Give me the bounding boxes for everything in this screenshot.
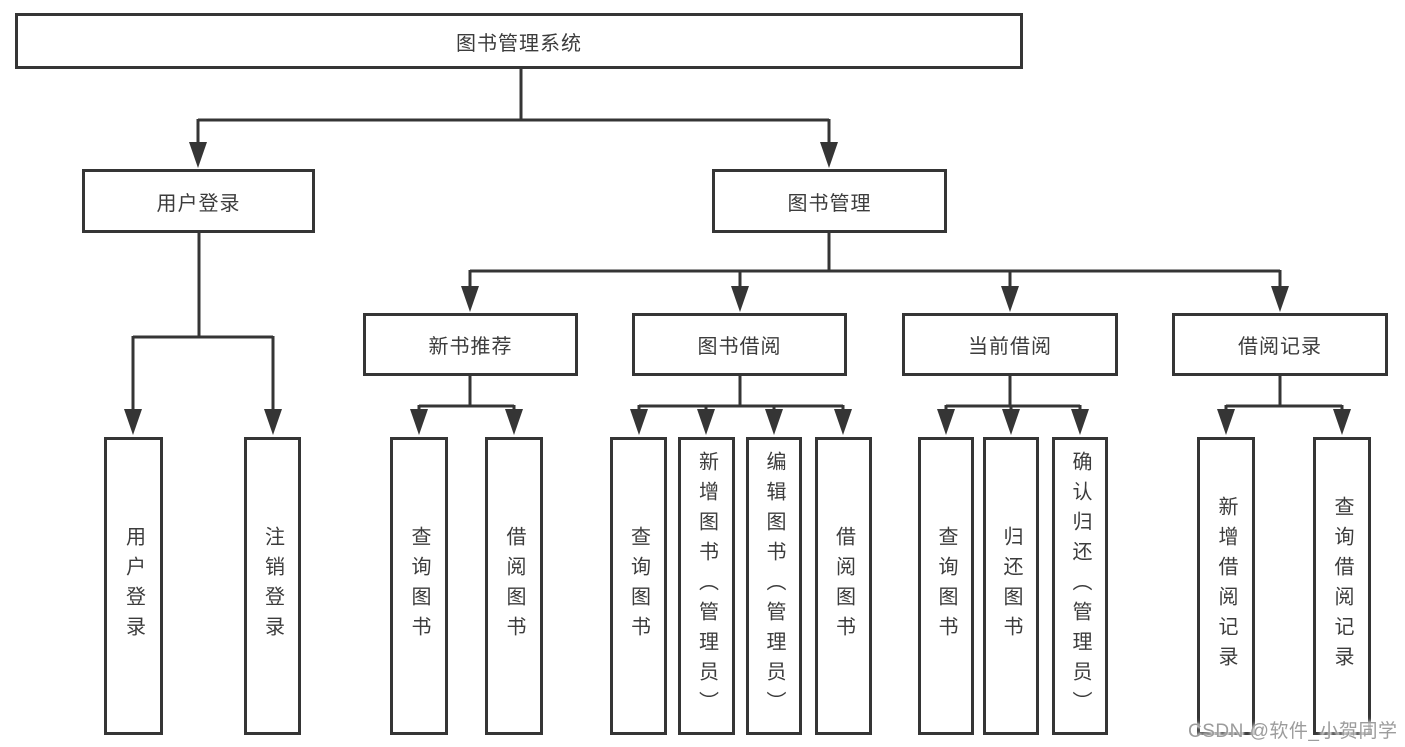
- node-label: 用户登录: [156, 192, 241, 215]
- leaf-return-books: 归还图书: [983, 437, 1039, 735]
- node-label: 图书借阅: [697, 336, 782, 358]
- node-label: 图书管理系统: [456, 32, 582, 55]
- node-library-management-system: 图书管理系统: [15, 13, 1023, 69]
- leaf-label: 用户登录: [122, 526, 145, 646]
- leaf-confirm-return-admin: 确认归还（管理员）: [1052, 437, 1108, 735]
- leaf-label: 查询图书: [408, 526, 430, 646]
- node-label: 图书管理: [787, 192, 872, 215]
- leaf-edit-books-admin: 编辑图书（管理员）: [746, 437, 802, 735]
- leaf-label: 新增借阅记录: [1215, 496, 1237, 676]
- node-label: 借阅记录: [1238, 336, 1322, 358]
- leaf-borrow-books: 借阅图书: [815, 437, 872, 735]
- node-borrowing-records: 借阅记录: [1172, 313, 1388, 376]
- leaf-query-books-current: 查询图书: [918, 437, 974, 735]
- leaf-label: 归还图书: [1000, 526, 1022, 646]
- leaf-add-borrow-record: 新增借阅记录: [1197, 437, 1255, 735]
- leaf-query-borrow-record: 查询借阅记录: [1313, 437, 1371, 735]
- node-book-management: 图书管理: [712, 169, 947, 233]
- leaf-label: 注销登录: [261, 526, 284, 646]
- leaf-label: 借阅图书: [503, 526, 525, 646]
- leaf-label: 确认归还（管理员）: [1069, 451, 1091, 721]
- csdn-watermark: CSDN @软件_小贺同学: [1188, 721, 1398, 742]
- leaf-borrow-books-recommend: 借阅图书: [485, 437, 543, 735]
- leaf-query-books-borrowing: 查询图书: [610, 437, 667, 735]
- leaf-logout: 注销登录: [244, 437, 301, 735]
- node-label: 新书推荐: [428, 336, 513, 358]
- arrowheads: [124, 142, 1351, 435]
- node-user-login: 用户登录: [82, 169, 315, 233]
- leaf-label: 查询图书: [627, 526, 650, 646]
- node-label: 当前借阅: [968, 336, 1052, 358]
- leaf-label: 查询图书: [935, 526, 957, 646]
- leaf-label: 新增图书（管理员）: [695, 451, 718, 721]
- leaf-user-login: 用户登录: [104, 437, 163, 735]
- leaf-query-books-recommend: 查询图书: [390, 437, 448, 735]
- leaf-label: 编辑图书（管理员）: [763, 451, 785, 721]
- leaf-label: 查询借阅记录: [1331, 496, 1353, 676]
- node-current-borrowing: 当前借阅: [902, 313, 1118, 376]
- leaf-label: 借阅图书: [832, 526, 855, 646]
- node-book-borrowing: 图书借阅: [632, 313, 847, 376]
- leaf-add-books-admin: 新增图书（管理员）: [678, 437, 735, 735]
- node-new-book-recommend: 新书推荐: [363, 313, 578, 376]
